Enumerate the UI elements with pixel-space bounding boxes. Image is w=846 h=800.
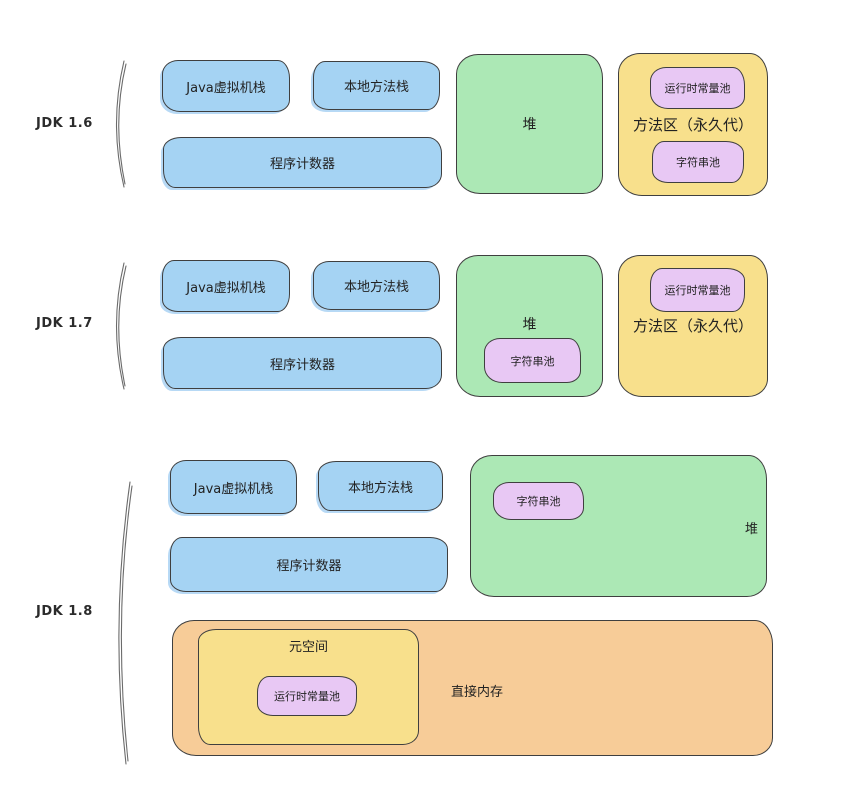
jdk17-pc-register-label: 程序计数器 [269,357,335,373]
jdk18-metaspace-label: 元空间 [288,640,328,655]
jdk17-runtime-constant-pool-box: 运行时常量池 [650,268,745,312]
jdk18-pc-register-box: 程序计数器 [170,537,448,592]
jdk17-method-area-box: 运行时常量池 方法区（永久代） [618,255,768,397]
jdk16-native-stack-label: 本地方法栈 [343,80,409,95]
jdk18-brace-line [118,481,133,765]
jdk18-jvm-stack-box: Java虚拟机栈 [170,460,297,514]
jdk18-heap-box: 字符串池 堆 [470,455,767,597]
jdk16-native-stack-box: 本地方法栈 [313,61,440,110]
jdk18-pc-register-label: 程序计数器 [276,559,342,574]
jdk17-method-area-label: 方法区（永久代） [632,317,753,335]
jdk16-method-area-label: 方法区（永久代） [632,116,753,134]
jdk16-brace-line [115,60,127,188]
jdk17-string-pool-box: 字符串池 [484,338,581,383]
jdk18-metaspace-box: 元空间 运行时常量池 [198,629,419,745]
jdk18-heap-label: 堆 [744,522,758,537]
jdk18-native-stack-box: 本地方法栈 [318,461,443,511]
jdk17-heap-box: 堆 字符串池 [456,255,603,397]
jdk16-runtime-constant-pool-label: 运行时常量池 [664,82,731,95]
jdk16-heap-label: 堆 [522,117,537,133]
jdk16-runtime-constant-pool-box: 运行时常量池 [650,67,745,109]
jdk18-runtime-constant-pool-box: 运行时常量池 [257,676,357,716]
jdk17-jvm-stack-box: Java虚拟机栈 [162,260,290,312]
jdk16-pc-register-box: 程序计数器 [163,137,442,188]
jdk18-label: JDK 1.8 [36,604,93,619]
jdk17-runtime-constant-pool-label: 运行时常量池 [664,284,731,297]
jdk16-jvm-stack-box: Java虚拟机栈 [162,60,290,112]
jdk16-jvm-stack-label: Java虚拟机栈 [186,80,266,96]
jdk18-string-pool-label: 字符串池 [516,495,561,508]
jdk18-direct-memory-box: 元空间 运行时常量池 直接内存 [172,620,773,756]
jdk16-string-pool-box: 字符串池 [652,141,744,183]
jdk17-label: JDK 1.7 [36,316,93,331]
jdk18-direct-memory-label: 直接内存 [451,685,504,700]
jdk18-native-stack-label: 本地方法栈 [347,480,413,496]
jdk17-heap-label: 堆 [522,317,537,333]
jdk16-label: JDK 1.6 [36,116,93,131]
jdk17-brace-line [115,262,127,390]
jdk18-jvm-stack-label: Java虚拟机栈 [193,481,274,497]
jdk17-native-stack-box: 本地方法栈 [313,261,440,310]
jdk16-method-area-box: 运行时常量池 方法区（永久代） 字符串池 [618,53,768,196]
jdk16-string-pool-label: 字符串池 [676,156,720,169]
jdk18-string-pool-box: 字符串池 [493,482,584,520]
jdk17-pc-register-box: 程序计数器 [163,337,442,389]
jdk18-runtime-constant-pool-label: 运行时常量池 [274,690,340,703]
jdk17-string-pool-label: 字符串池 [510,354,555,368]
jdk17-jvm-stack-label: Java虚拟机栈 [186,280,266,296]
jdk16-pc-register-label: 程序计数器 [269,157,335,172]
jdk16-heap-box: 堆 [456,54,603,194]
jdk17-native-stack-label: 本地方法栈 [343,280,409,295]
